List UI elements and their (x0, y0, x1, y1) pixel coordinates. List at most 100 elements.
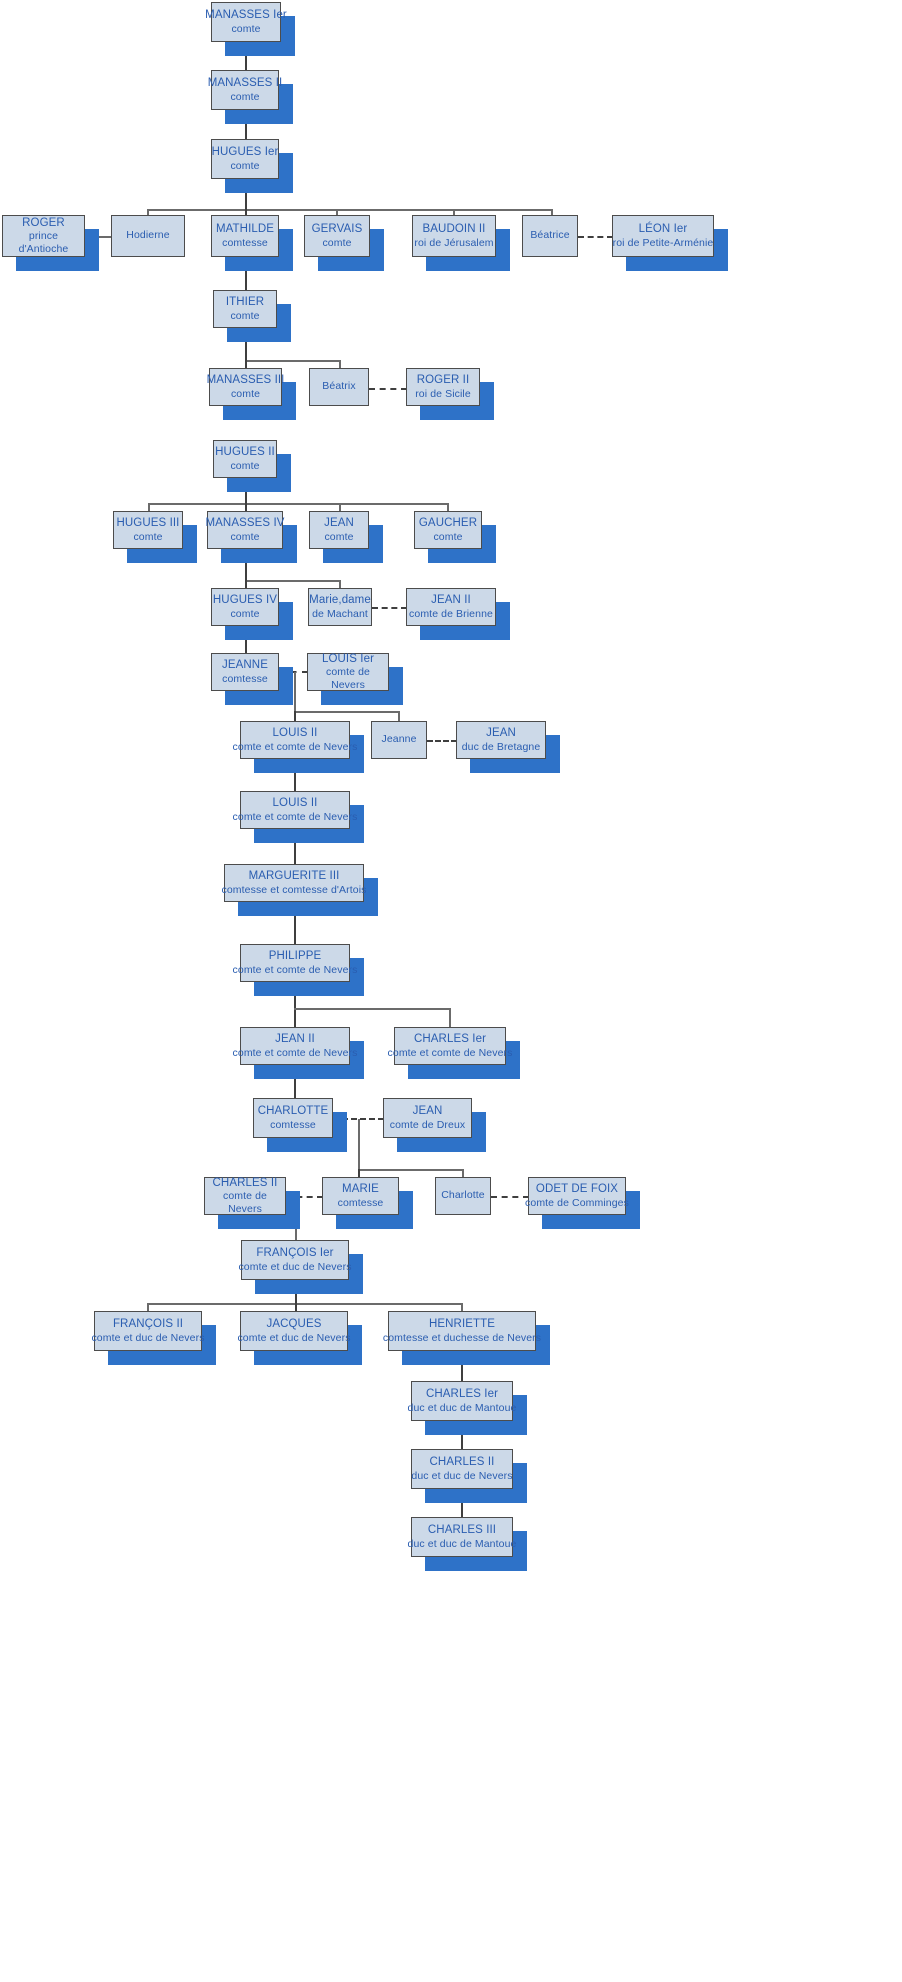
connector-line (245, 110, 247, 139)
person-name: PHILIPPE (268, 950, 322, 963)
person-title: roi de Petite-Arménie (612, 236, 714, 249)
person-title: comte (322, 236, 352, 249)
connector-line (295, 1280, 297, 1313)
person-title: Hodierne (126, 229, 170, 242)
connector-bus (245, 580, 341, 582)
person-name: HUGUES IV (212, 594, 278, 607)
connector-line (245, 179, 247, 211)
connector-bus (147, 209, 552, 211)
connector-line (245, 42, 247, 70)
connector-line (551, 209, 553, 217)
person-title: Béatrix (322, 380, 356, 393)
connector-line (461, 1351, 463, 1382)
person-name: ODET DE FOIX (535, 1183, 619, 1196)
person-node[interactable]: Charlotte (435, 1177, 491, 1215)
person-title: comte (324, 530, 354, 543)
connector-line (148, 503, 150, 512)
person-name: MANASSES III (206, 374, 285, 387)
connector-line (294, 902, 296, 945)
person-title: duc de Bretagne (461, 740, 541, 753)
connector-line (294, 759, 296, 792)
connector-bus (147, 1303, 462, 1305)
connector-bus (358, 1169, 463, 1171)
person-title: comte de Nevers (223, 1190, 267, 1216)
marriage-link-dashed (491, 1196, 529, 1198)
person-name: JEANNE (222, 659, 268, 672)
person-name: ROGER II (416, 374, 470, 387)
person-title: comte de Dreux (389, 1118, 466, 1131)
connector-line (294, 829, 296, 865)
connector-line (245, 580, 247, 589)
connector-line (294, 711, 296, 722)
person-node[interactable]: Béatrix (309, 368, 369, 406)
person-title: Charlotte (441, 1189, 485, 1202)
person-node[interactable]: Jeanne (371, 721, 427, 759)
person-title: comte (133, 530, 163, 543)
person-name: BAUDOIN II (422, 223, 486, 236)
person-name: HUGUES III (116, 517, 180, 530)
person-title: comte et comte de Nevers (232, 810, 358, 823)
connector-line (295, 1303, 297, 1312)
person-title: comtesse (222, 672, 268, 685)
person-name: MARIE (342, 1183, 379, 1196)
marriage-link-dashed (372, 607, 407, 609)
person-title: roi de Jérusalem (414, 236, 494, 249)
person-title: comtesse (222, 236, 268, 249)
connector-line (245, 209, 247, 217)
person-name: MATHILDE (215, 223, 275, 236)
connector-line (245, 503, 247, 512)
person-name: LOUIS Ier (321, 652, 375, 665)
person-title: comtesse (337, 1196, 384, 1209)
connector-line (449, 1008, 451, 1028)
person-title: comte de Brienne (409, 607, 493, 620)
marriage-link-dashed (369, 388, 407, 390)
person-title: comte et comte de Nevers (232, 740, 358, 753)
connector-line (461, 1489, 463, 1518)
connector-line (339, 580, 341, 589)
person-node[interactable]: Hodierne (111, 215, 185, 257)
person-node[interactable]: Béatrice (522, 215, 578, 257)
person-title: comte de Nevers (326, 666, 370, 692)
person-title: comtesse et duchesse de Nevers (382, 1331, 542, 1344)
